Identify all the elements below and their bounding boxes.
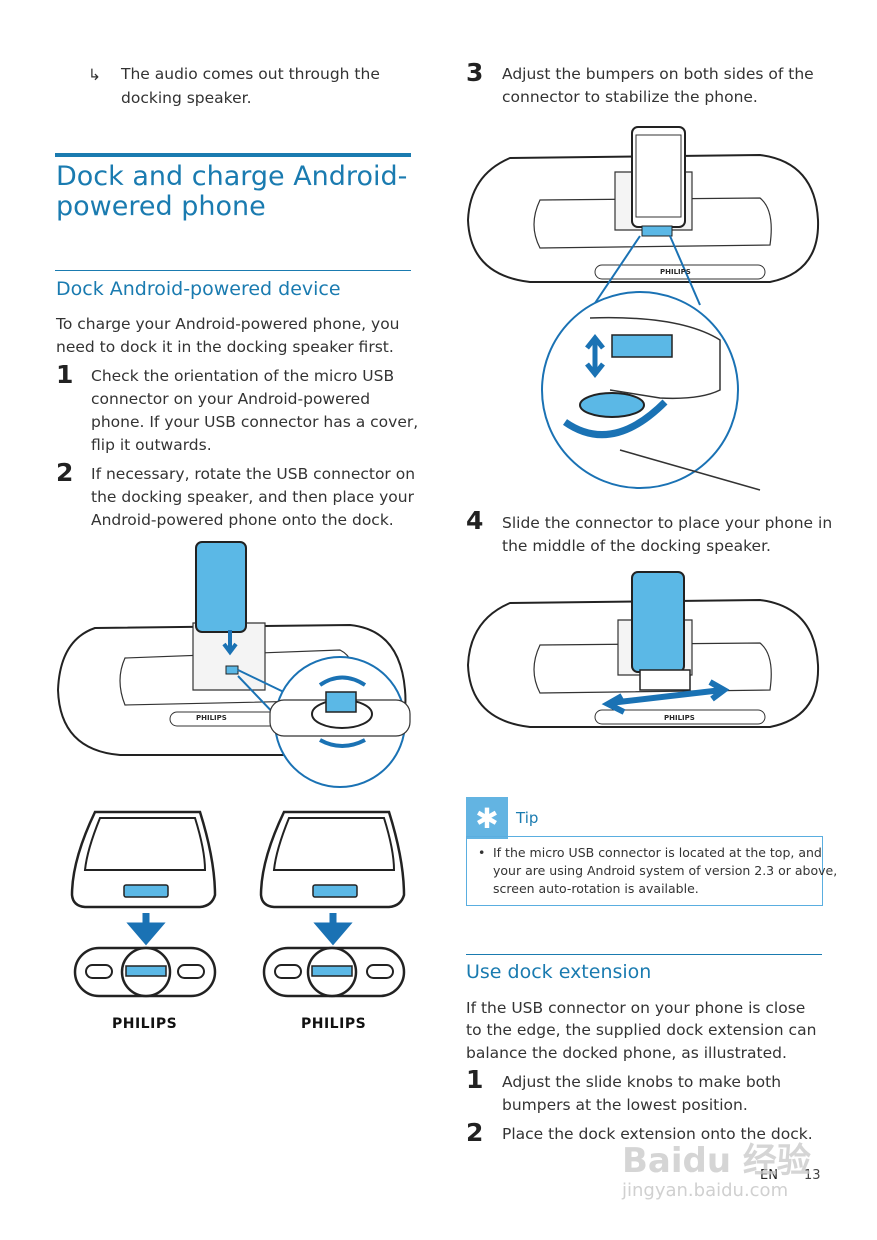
step-line: Adjust the slide knobs to make both: [502, 1073, 782, 1091]
result-arrow-icon: ↳: [88, 66, 101, 84]
step-line: connector to stabilize the phone.: [502, 88, 758, 106]
tip-label: Tip: [516, 809, 539, 827]
page-number: 13: [804, 1168, 821, 1183]
step-line: connector on your Android-powered: [91, 390, 371, 408]
watermark-url: jingyan.baidu.com: [622, 1180, 789, 1201]
step-number: 1: [56, 360, 74, 389]
tip-line: your are using Android system of version…: [493, 863, 838, 878]
step-number: 4: [466, 506, 484, 535]
step-line: phone. If your USB connector has a cover…: [91, 413, 419, 431]
tip-icon: ✱: [466, 797, 508, 839]
tip-line: If the micro USB connector is located at…: [493, 845, 822, 860]
step-line: the docking speaker, and then place your: [91, 488, 414, 506]
para-line: If the USB connector on your phone is cl…: [466, 999, 806, 1017]
section-heading-1: Dock and charge Android-: [56, 161, 408, 192]
footer-lang: EN: [760, 1168, 778, 1183]
intro-text-1: The audio comes out through the: [121, 65, 380, 83]
para-line-2: need to dock it in the docking speaker f…: [56, 338, 394, 356]
para-line: to the edge, the supplied dock extension…: [466, 1021, 817, 1039]
step-line: Android-powered phone onto the dock.: [91, 511, 394, 529]
tip-bullet: •: [478, 845, 486, 860]
brand-label-1: PHILIPS: [112, 1016, 178, 1032]
subsection-heading: Dock Android-powered device: [56, 278, 341, 300]
brand-label-2: PHILIPS: [301, 1016, 367, 1032]
step-line: Place the dock extension onto the dock.: [502, 1125, 813, 1143]
subsection-heading-2: Use dock extension: [466, 961, 652, 983]
step-line: Check the orientation of the micro USB: [91, 367, 395, 385]
step-line: bumpers at the lowest position.: [502, 1096, 748, 1114]
tip-box: [466, 836, 823, 906]
watermark-logo: Baidu 经验: [622, 1141, 811, 1181]
subsection-rule-2: [466, 954, 822, 955]
para-line: balance the docked phone, as illustrated…: [466, 1044, 787, 1062]
step-line: flip it outwards.: [91, 436, 212, 454]
para-line-1: To charge your Android-powered phone, yo…: [56, 315, 400, 333]
step-number: 1: [466, 1065, 484, 1094]
speaker-brand-step4: PHILIPS: [664, 714, 695, 722]
intro-text-2: docking speaker.: [121, 89, 252, 107]
tip-line: screen auto-rotation is available.: [493, 881, 699, 896]
step-line: If necessary, rotate the USB connector o…: [91, 465, 416, 483]
speaker-brand-step3: PHILIPS: [660, 268, 691, 276]
step-line: Slide the connector to place your phone …: [502, 514, 833, 532]
section-heading-2: powered phone: [56, 191, 266, 222]
step-number: 2: [466, 1118, 484, 1147]
subsection-rule: [55, 270, 411, 271]
speaker-brand-left: PHILIPS: [196, 714, 227, 722]
step-number: 3: [466, 58, 484, 87]
step-number: 2: [56, 458, 74, 487]
step-line: Adjust the bumpers on both sides of the: [502, 65, 814, 83]
section-rule: [55, 153, 411, 157]
step-line: the middle of the docking speaker.: [502, 537, 771, 555]
